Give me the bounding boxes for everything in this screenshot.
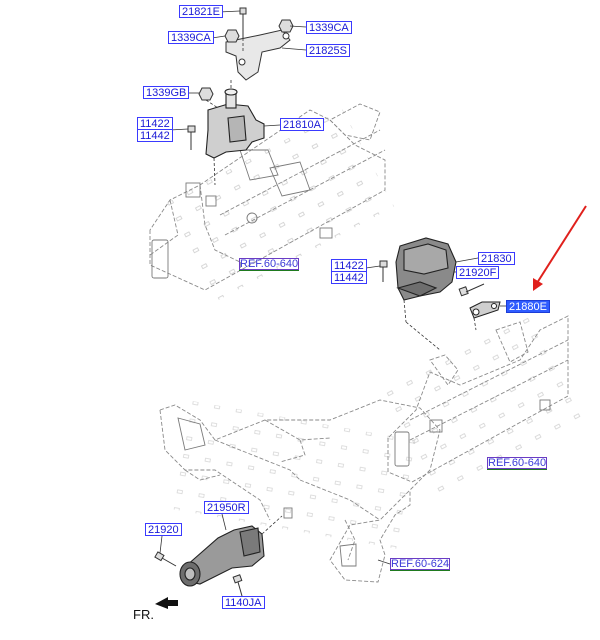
ref-text-top: REF.60-640 bbox=[240, 258, 299, 270]
transmission-mount-21830 bbox=[395, 237, 457, 301]
bolt-11442-middle bbox=[379, 260, 388, 282]
part-label-21825s[interactable]: 21825S bbox=[306, 44, 350, 57]
roll-rod-21950r bbox=[179, 525, 265, 587]
ref-link-60-624-bottom[interactable]: REF.60-624 bbox=[390, 558, 451, 571]
part-label-21810a[interactable]: 21810A bbox=[280, 118, 324, 131]
front-direction-arrow bbox=[155, 597, 178, 609]
nut-1339ca bbox=[224, 19, 294, 43]
upper-mount-bracket bbox=[225, 29, 291, 81]
bracket-21880e bbox=[469, 301, 501, 319]
engine-mount-21810a bbox=[205, 88, 265, 159]
red-pointer-arrow bbox=[533, 205, 587, 291]
part-label-1339ca-upper[interactable]: 1339CA bbox=[306, 21, 352, 34]
ref-text-bottom: REF.60-624 bbox=[391, 558, 450, 570]
part-label-1339ca-lower[interactable]: 1339CA bbox=[168, 31, 214, 44]
leader-lines-middle bbox=[365, 257, 506, 351]
part-label-21821e[interactable]: 21821E bbox=[179, 5, 223, 18]
front-direction-label: FR. bbox=[133, 607, 154, 622]
part-label-11442-upper[interactable]: 11442 bbox=[137, 129, 173, 142]
part-label-21920[interactable]: 21920 bbox=[145, 523, 182, 536]
leader-lines-upper bbox=[169, 10, 307, 268]
part-label-1339gb[interactable]: 1339GB bbox=[143, 86, 190, 99]
ref-text-middle: REF.60-640 bbox=[488, 457, 547, 469]
part-label-1140ja[interactable]: 1140JA bbox=[222, 596, 265, 609]
nut-1339gb bbox=[198, 87, 214, 101]
bolt-21920f bbox=[458, 283, 485, 297]
part-label-21880e-selected[interactable]: 21880E bbox=[506, 300, 550, 313]
part-label-21950r[interactable]: 21950R bbox=[204, 501, 249, 514]
part-label-21920f[interactable]: 21920F bbox=[456, 266, 500, 279]
part-label-21830[interactable]: 21830 bbox=[478, 252, 515, 265]
ref-link-60-640-top[interactable]: REF.60-640 bbox=[239, 258, 300, 271]
ref-link-60-640-middle[interactable]: REF.60-640 bbox=[487, 457, 548, 470]
bolt-21821e bbox=[239, 7, 247, 38]
bolt-11442-upper bbox=[187, 125, 196, 150]
part-label-11442-middle[interactable]: 11442 bbox=[331, 271, 367, 284]
bolt-1140ja bbox=[232, 574, 243, 597]
bolt-21920 bbox=[154, 551, 177, 567]
